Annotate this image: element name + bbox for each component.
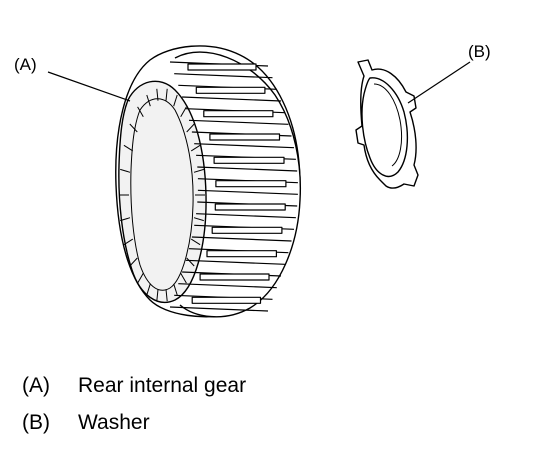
bore-tooth xyxy=(146,283,151,296)
leader-line-b xyxy=(407,61,471,104)
spline-ridge xyxy=(188,119,289,125)
spline-tooth xyxy=(213,156,285,164)
rear-internal-gear-drawing xyxy=(115,45,302,318)
bore-tooth xyxy=(190,238,201,246)
spline-ridge xyxy=(197,189,298,195)
legend-text: Washer xyxy=(78,411,150,434)
spline-ridge xyxy=(196,213,296,219)
bore-tooth xyxy=(173,94,178,107)
spline-ridge xyxy=(174,73,273,79)
bore-tooth xyxy=(129,123,138,133)
bore-tooth xyxy=(123,144,134,152)
spline-tooth xyxy=(195,86,266,94)
washer-drawing xyxy=(355,59,419,189)
bore-tooth xyxy=(165,88,168,101)
bore-tooth xyxy=(137,106,144,118)
bore-tooth xyxy=(156,289,159,302)
bore-tooth xyxy=(146,94,151,107)
callout-a-label: (A) xyxy=(14,55,37,74)
bore-tooth xyxy=(173,283,178,296)
bore-tooth xyxy=(186,123,195,133)
bore-teeth xyxy=(119,88,205,302)
legend-key: (B) xyxy=(22,411,50,434)
spline-tooth xyxy=(187,63,257,71)
bore-tooth xyxy=(123,238,134,246)
bore-tooth xyxy=(193,217,204,222)
bore-tooth xyxy=(165,289,168,302)
legend-item-b: (B) Washer xyxy=(22,412,150,433)
bore-tooth xyxy=(193,168,204,173)
bore-tooth xyxy=(180,106,187,118)
callout-b-label: (B) xyxy=(468,42,491,61)
bore-tooth xyxy=(137,272,144,284)
leader-line-a xyxy=(47,71,131,102)
bore-tooth xyxy=(180,272,187,284)
spline-tooth xyxy=(206,250,278,258)
parts-illustration xyxy=(47,45,471,318)
spline-ridge xyxy=(191,236,292,242)
bore-tooth xyxy=(156,88,159,101)
bore-tooth xyxy=(120,168,131,173)
spline-ridges xyxy=(169,61,298,312)
bore-tooth xyxy=(129,257,138,267)
spline-tooth xyxy=(214,203,286,211)
spline-tooth xyxy=(203,110,274,118)
spline-tooth xyxy=(199,273,270,281)
spline-ridge xyxy=(178,283,277,289)
bore-tooth xyxy=(186,257,195,267)
legend-key: (A) xyxy=(22,374,50,397)
spline-ridge xyxy=(197,166,298,172)
spline-ridge xyxy=(194,143,295,149)
spline-ridge xyxy=(185,259,285,265)
legend-text: Rear internal gear xyxy=(78,374,247,397)
spline-tooth xyxy=(211,226,283,234)
bore-tooth xyxy=(120,217,131,222)
spline-ridge xyxy=(169,306,269,312)
spline-tooth xyxy=(209,133,281,141)
bore-tooth xyxy=(190,144,201,152)
spline-tooth xyxy=(215,180,287,188)
spline-ridge xyxy=(182,96,282,102)
legend-item-a: (A) Rear internal gear xyxy=(22,375,246,396)
spline-tooth xyxy=(191,296,262,304)
